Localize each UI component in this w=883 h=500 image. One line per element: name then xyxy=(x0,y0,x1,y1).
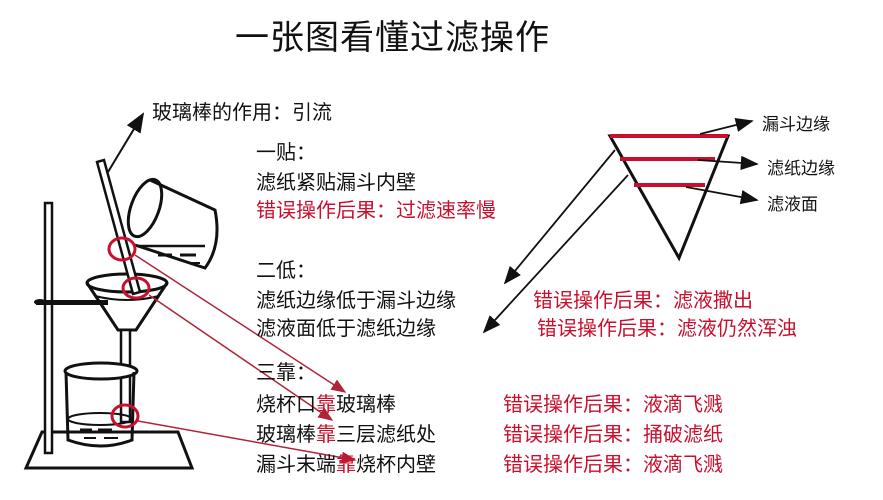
three-lean-rule-1: 烧杯口靠玻璃棒 xyxy=(256,392,396,416)
two-low-arrows xyxy=(482,149,629,334)
lower-beaker xyxy=(63,361,139,448)
glass-rod xyxy=(95,158,142,296)
one-stick-rule: 滤纸紧贴漏斗内壁 xyxy=(256,170,416,194)
funnel-cross-section xyxy=(607,134,731,262)
pouring-beaker xyxy=(126,177,219,270)
two-low-heading: 二低： xyxy=(256,258,316,282)
connector-lines xyxy=(134,254,357,464)
two-low-rule-1: 滤纸边缘低于漏斗边缘 xyxy=(256,288,456,312)
circle-rod-paper xyxy=(121,276,151,300)
circle-funnel-tip xyxy=(110,403,140,429)
three-lean-error-3: 错误操作后果：液滴飞溅 xyxy=(503,452,723,476)
one-stick-error: 错误操作后果：过滤速率慢 xyxy=(256,198,496,222)
highlight-circles xyxy=(107,236,151,429)
lean-keyword: 靠 xyxy=(336,452,356,476)
page-title: 一张图看懂过滤操作 xyxy=(235,18,550,58)
rod-function-label: 玻璃棒的作用：引流 xyxy=(152,100,332,124)
funnel-label-arrows xyxy=(685,117,759,205)
stand-rod xyxy=(43,201,54,455)
label-funnel-edge: 漏斗边缘 xyxy=(762,115,830,135)
rod-label-arrow xyxy=(107,112,145,173)
one-stick-heading: 一贴： xyxy=(256,140,316,164)
two-low-rule-2: 滤液面低于滤纸边缘 xyxy=(256,316,436,340)
three-lean-rule-3: 漏斗末端靠烧杯内壁 xyxy=(256,452,436,476)
lean-keyword: 靠 xyxy=(316,392,336,416)
two-low-error-1: 错误操作后果：滤液撒出 xyxy=(533,288,753,312)
label-liquid-surface: 滤液面 xyxy=(767,195,818,215)
three-lean-error-2: 错误操作后果：捅破滤纸 xyxy=(503,422,723,446)
two-low-error-2: 错误操作后果：滤液仍然浑浊 xyxy=(537,316,797,340)
clamp-arm xyxy=(34,299,108,305)
lean-keyword: 靠 xyxy=(316,422,336,446)
three-lean-error-1: 错误操作后果：液滴飞溅 xyxy=(503,392,723,416)
three-lean-heading: 三靠： xyxy=(256,360,316,384)
circle-beaker-rod xyxy=(107,236,137,262)
three-lean-rule-2: 玻璃棒靠三层滤纸处 xyxy=(256,422,436,446)
label-paper-edge: 滤纸边缘 xyxy=(767,159,835,179)
